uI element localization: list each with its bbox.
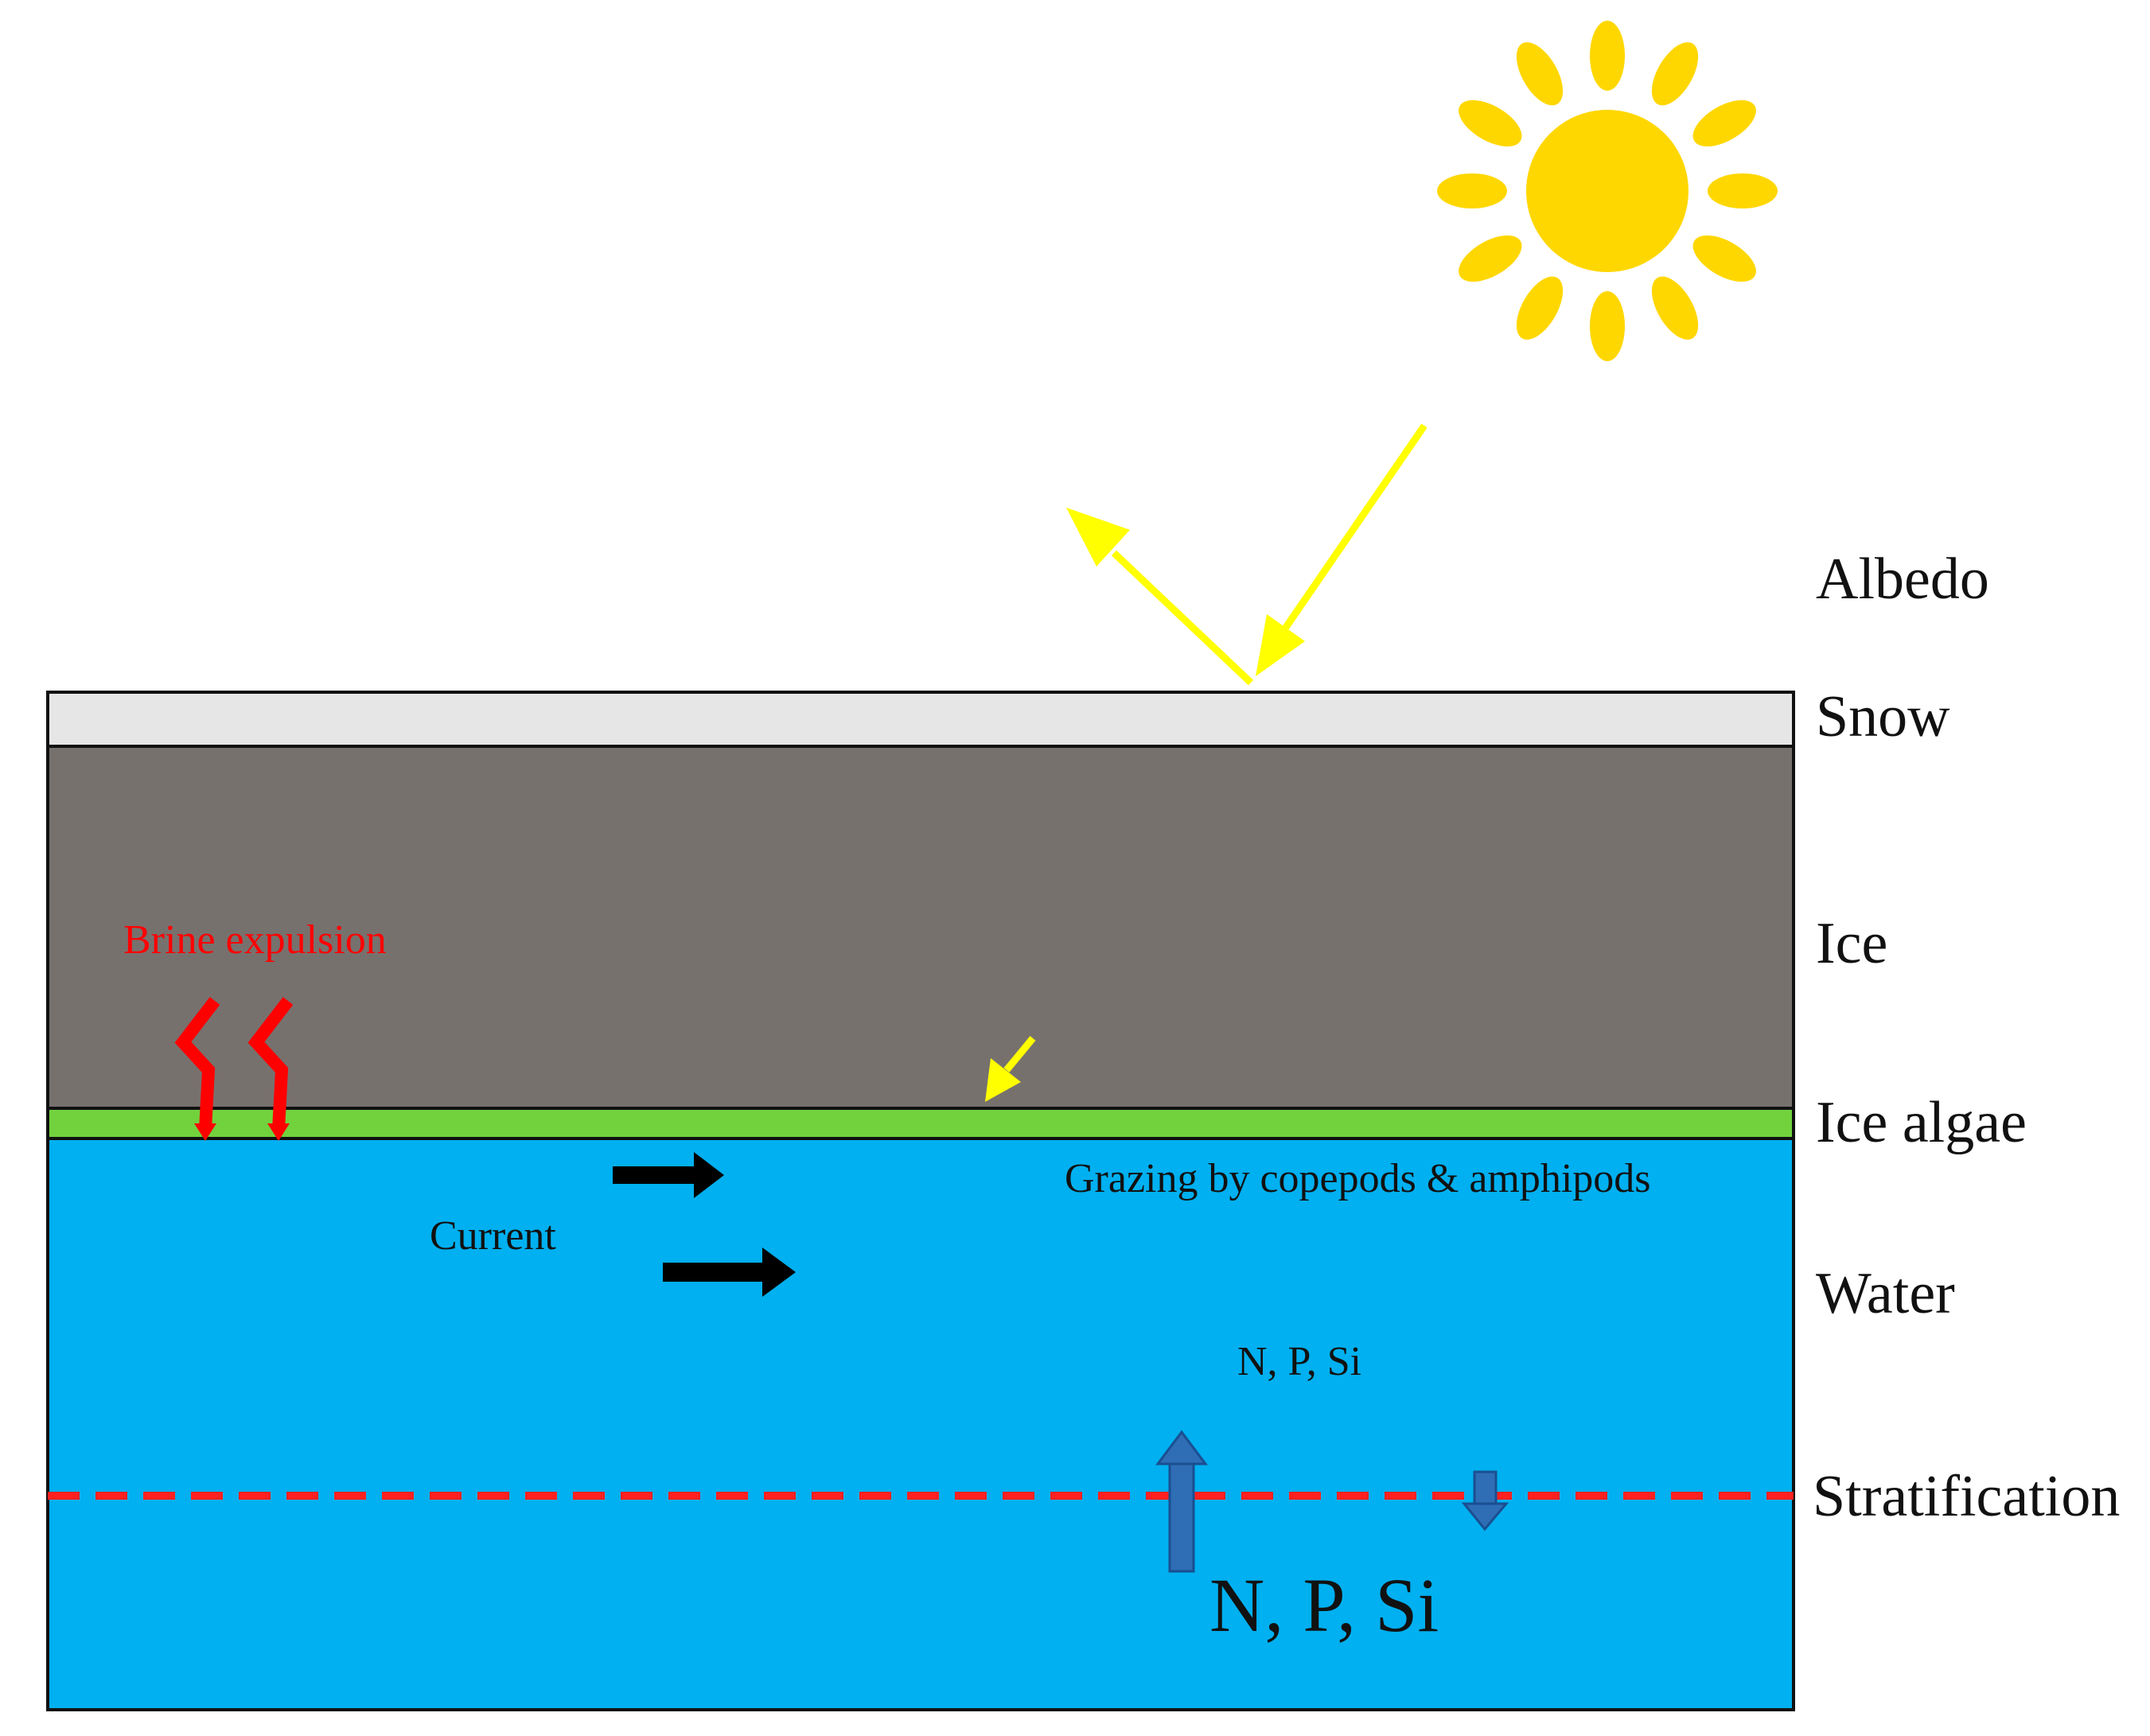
light-penetration-arrow bbox=[985, 1036, 1036, 1102]
downward-nutrient-arrow bbox=[1461, 1470, 1509, 1532]
water-label: Water bbox=[1816, 1261, 1955, 1326]
nutrients-lower-label: N, P, Si bbox=[1209, 1563, 1439, 1648]
sun-icon bbox=[1437, 21, 1778, 361]
nutrients-upper-label: N, P, Si bbox=[1237, 1339, 1361, 1384]
snow-label: Snow bbox=[1816, 684, 1950, 749]
brine-expulsion-label: Brine expulsion bbox=[123, 917, 387, 963]
ice-label: Ice bbox=[1816, 911, 1887, 976]
brine-arrowheads bbox=[194, 1123, 290, 1141]
upward-nutrient-arrow bbox=[1155, 1430, 1208, 1573]
current-label: Current bbox=[430, 1213, 556, 1259]
water-layer bbox=[46, 1137, 1795, 1711]
stratification-label: Stratification bbox=[1813, 1464, 2120, 1529]
reflected-light-arrow bbox=[1066, 508, 1254, 686]
incoming-light-arrow bbox=[1256, 423, 1427, 676]
ice-layer bbox=[46, 745, 1795, 1110]
brine-expulsion-arrows bbox=[174, 997, 294, 1131]
ice-algae-label: Ice algae bbox=[1816, 1090, 2027, 1155]
snow-layer bbox=[46, 691, 1795, 748]
current-arrows bbox=[613, 1152, 796, 1297]
current-arrow-upper bbox=[613, 1152, 724, 1198]
ice-algae-layer bbox=[46, 1107, 1795, 1140]
albedo-label: Albedo bbox=[1816, 547, 1989, 612]
grazing-label: Grazing by copepods & amphipods bbox=[1065, 1156, 1651, 1201]
current-arrow-lower bbox=[663, 1248, 796, 1297]
